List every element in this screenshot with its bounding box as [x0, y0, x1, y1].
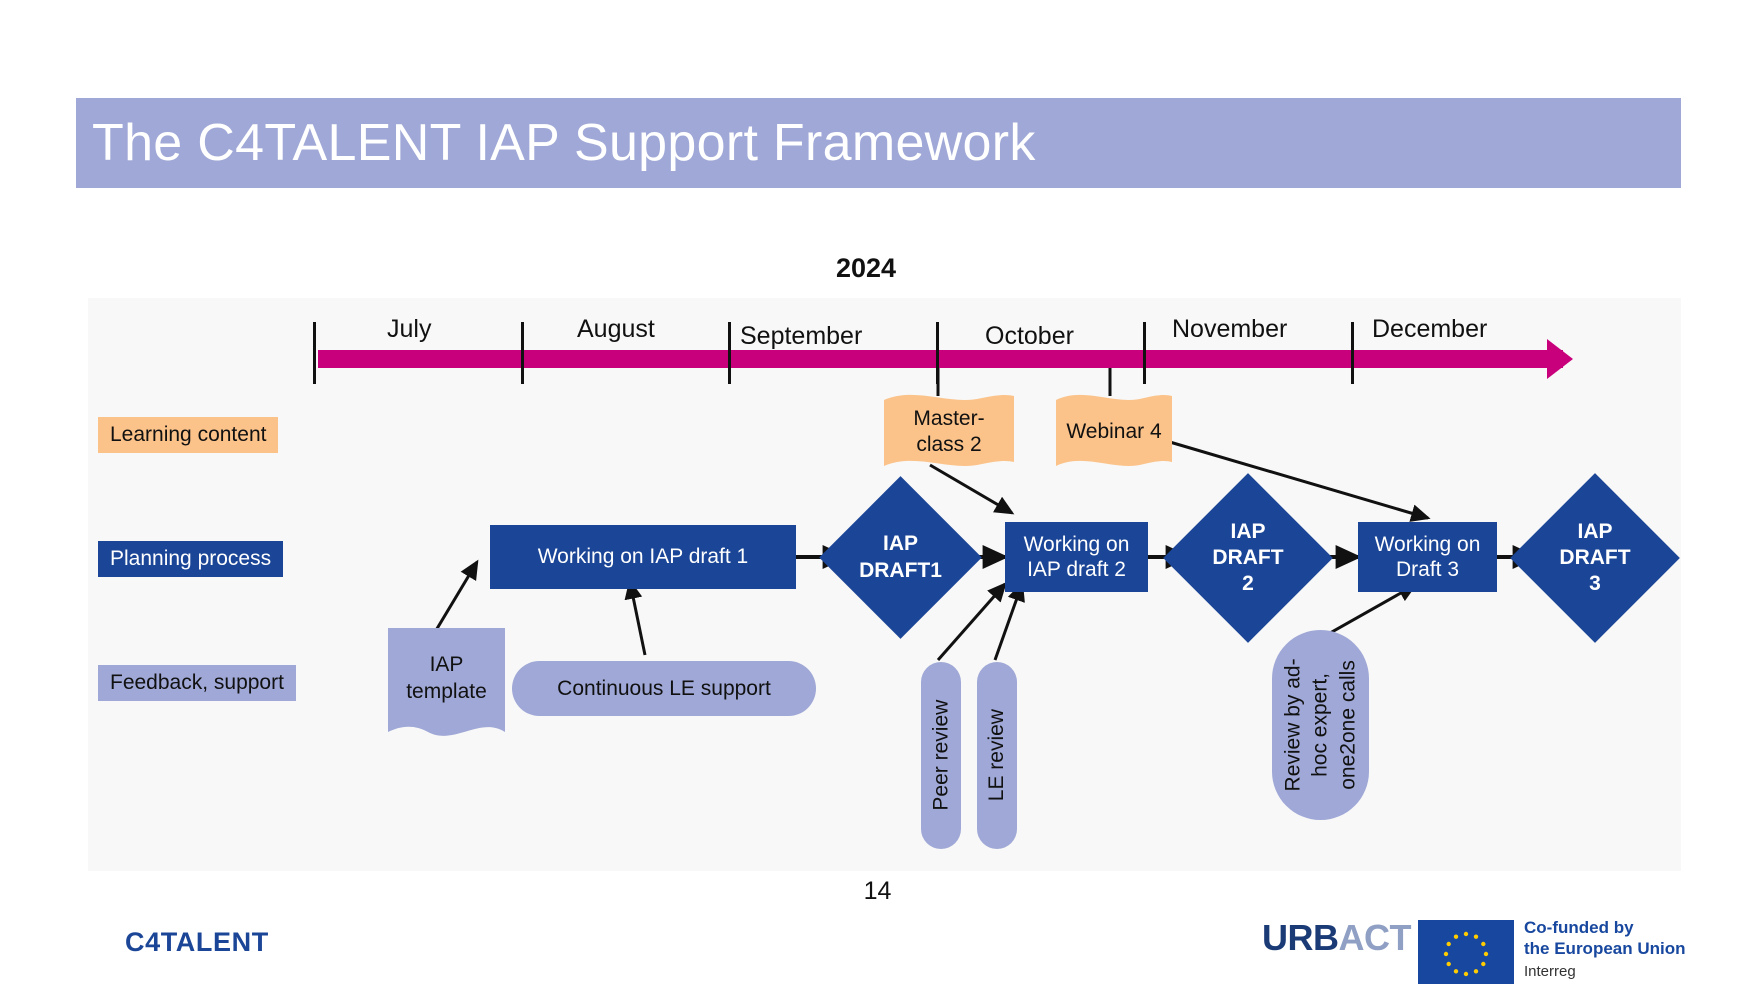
- support-item-label: Review by ad- hoc expert, one2one calls: [1281, 658, 1360, 792]
- page-number: 14: [863, 877, 892, 905]
- timeline-tick-0: [313, 322, 316, 384]
- learning-item-label: Webinar 4: [1066, 419, 1162, 443]
- month-label-october: October: [985, 322, 1074, 350]
- process-box-label: Working on IAP draft 1: [537, 545, 749, 569]
- document-icon: [388, 628, 505, 736]
- row-label-feedback-support: Feedback, support: [98, 665, 296, 701]
- title-banner: The C4TALENT IAP Support Framework: [76, 98, 1681, 188]
- flag-icon: [884, 394, 1014, 466]
- timeline-tick-3: [936, 322, 939, 384]
- eu-flag-icon: [1418, 920, 1514, 984]
- support-item-le-review[interactable]: LE review: [977, 662, 1017, 849]
- milestone-label: IAP DRAFT 2: [1212, 519, 1284, 596]
- support-item-label: IAP template: [406, 652, 487, 703]
- process-box-label: Working on Draft 3: [1374, 532, 1481, 581]
- year-label: 2024: [836, 253, 897, 283]
- process-box-working-iap-draft-1[interactable]: Working on IAP draft 1: [490, 525, 796, 589]
- brand-logo-c4talent: C4TALENT: [125, 927, 269, 957]
- learning-item-webinar-4[interactable]: Webinar 4: [1056, 392, 1172, 472]
- urbact-logo-part2: ACT: [1338, 917, 1412, 958]
- milestone-label: IAP DRAFT1: [859, 532, 942, 582]
- row-label-learning-content: Learning content: [98, 417, 279, 453]
- flag-icon: [1056, 394, 1172, 466]
- row-label-planning-process: Planning process: [98, 541, 284, 577]
- page-title: The C4TALENT IAP Support Framework: [92, 114, 1036, 172]
- support-item-continuous-le-support[interactable]: Continuous LE support: [512, 661, 816, 716]
- eu-text-interreg: Interreg: [1524, 962, 1576, 980]
- eu-funding-text: Co-funded by the European Union Interreg: [1524, 917, 1686, 981]
- process-box-label: Working on IAP draft 2: [1023, 532, 1130, 581]
- month-label-september: September: [740, 322, 863, 350]
- support-item-iap-template[interactable]: IAP template: [388, 628, 505, 738]
- month-label-december: December: [1372, 315, 1488, 343]
- support-item-label: Continuous LE support: [557, 676, 771, 700]
- timeline-tick-5: [1351, 322, 1354, 384]
- timeline-tick-2: [728, 322, 731, 384]
- support-item-label: Peer review: [928, 700, 952, 811]
- milestone-iap-draft-3[interactable]: IAP DRAFT 3: [1510, 473, 1680, 643]
- urbact-logo-part1: URB: [1262, 917, 1339, 958]
- row-label-text: Feedback, support: [110, 671, 284, 694]
- row-label-text: Planning process: [110, 547, 272, 570]
- learning-item-label: Master- class 2: [913, 406, 985, 456]
- timeline-tick-1: [521, 322, 524, 384]
- month-label-august: August: [577, 315, 655, 343]
- timeline-tick-4: [1143, 322, 1146, 384]
- milestone-label: IAP DRAFT 3: [1559, 519, 1631, 596]
- process-box-working-draft-3[interactable]: Working on Draft 3: [1358, 522, 1497, 592]
- process-box-working-iap-draft-2[interactable]: Working on IAP draft 2: [1005, 522, 1148, 592]
- month-label-november: November: [1172, 315, 1288, 343]
- support-item-peer-review[interactable]: Peer review: [921, 662, 961, 849]
- timeline-axis-bar: [318, 350, 1563, 368]
- timeline-arrow-head: [1547, 339, 1573, 379]
- eu-stars: [1418, 920, 1514, 984]
- month-label-july: July: [387, 315, 432, 343]
- support-item-adhoc-expert-review[interactable]: Review by ad- hoc expert, one2one calls: [1272, 630, 1369, 820]
- eu-text-line1: Co-funded by: [1524, 918, 1634, 937]
- milestone-iap-draft-2[interactable]: IAP DRAFT 2: [1163, 473, 1333, 643]
- learning-item-masterclass-2[interactable]: Master- class 2: [884, 392, 1014, 472]
- eu-text-line2: the European Union: [1524, 939, 1686, 959]
- urbact-logo: URBACT: [1262, 917, 1411, 959]
- milestone-iap-draft-1[interactable]: IAP DRAFT1: [819, 476, 982, 639]
- row-label-text: Learning content: [110, 423, 267, 446]
- support-item-label: LE review: [984, 709, 1008, 802]
